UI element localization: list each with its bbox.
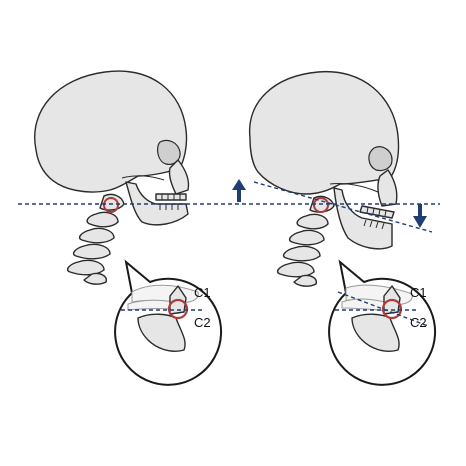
tilt-line-right [253,181,433,233]
arrow-down-icon [413,204,427,228]
c1-c2-joint-marker-left [103,197,119,213]
skull-orbit-right [368,146,393,172]
arrow-up-icon [232,179,246,202]
callout-zoom-right [341,284,413,352]
mandible-right [333,187,393,250]
label-c1-left: C1 [194,285,211,300]
c1-c2-joint-marker-right [313,197,329,213]
skull-maxilla-right [377,169,398,207]
skull-zygoma-right [329,183,379,193]
right-panel: C1 C2 [232,70,437,386]
callout-zoom-left [127,284,199,352]
left-panel: C1 C2 [34,70,223,386]
skull-zygoma-left [121,175,165,181]
skull-cranium-left [34,70,188,193]
mandible-left [125,181,189,226]
skull-maxilla-left [168,159,190,195]
label-c1-right: C1 [410,285,427,300]
skull-cranium-right [248,70,400,195]
label-c2-left: C2 [194,315,211,330]
zoom-tilt-line-right [337,291,429,327]
cervical-spine-left [66,193,125,285]
upper-teeth-left [155,193,187,201]
